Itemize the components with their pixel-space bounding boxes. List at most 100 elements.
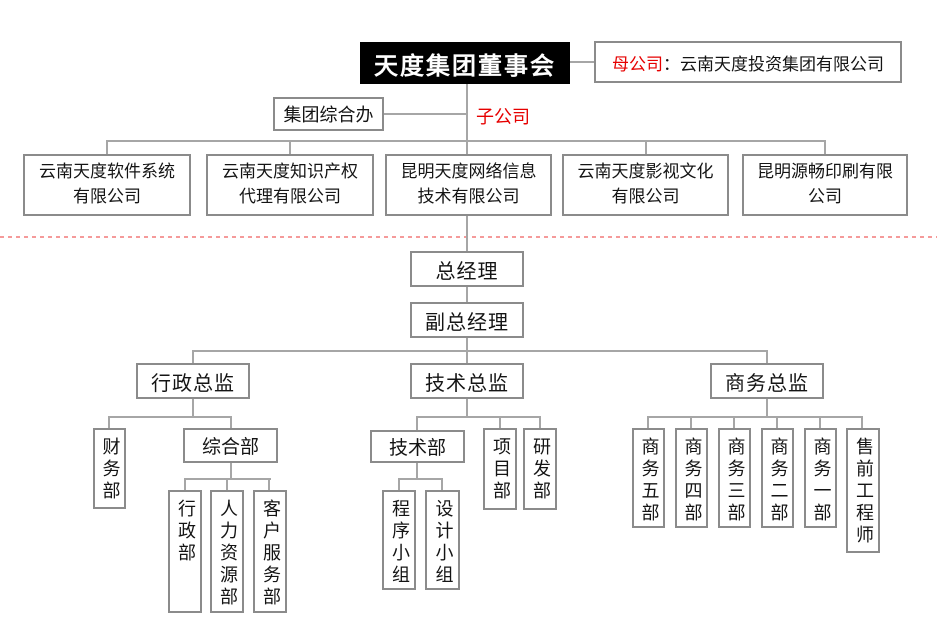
connector-teams-rail: [398, 478, 443, 480]
biz-dept-5-box: 商务五部: [632, 428, 665, 528]
connector-stub-business-director: [766, 350, 768, 363]
finance-dept-label: 财务部: [99, 437, 121, 503]
connector-subsidiaries-rail: [106, 140, 826, 142]
company-name-line: 云南天度软件系统: [39, 162, 175, 183]
project-dept-box: 项目部: [483, 428, 517, 510]
company-name-line: 有限公司: [73, 187, 141, 207]
design-team-box: 设计小组: [425, 490, 460, 590]
company-name-line: 云南天度影视文化: [577, 162, 714, 183]
tech-director-label: 技术总监: [425, 370, 509, 395]
connector-stub-design-team: [441, 478, 443, 490]
company-name-line: 有限公司: [611, 187, 680, 207]
connector-stub-presales: [861, 416, 863, 428]
general-affairs-box: 综合部: [183, 428, 278, 463]
connector-stub-admin-director: [192, 350, 194, 363]
connector-business-down: [766, 399, 768, 417]
program-team-label: 程序小组: [389, 499, 410, 587]
connector-stub-sub2: [289, 140, 291, 154]
company-box-media: 云南天度影视文化 有限公司: [562, 154, 729, 216]
admin-dept-label: 行政部: [175, 499, 196, 565]
connector-stub-program-team: [398, 478, 400, 490]
connector-stub-biz4: [690, 416, 692, 428]
admin-dept-box: 行政部: [168, 490, 202, 613]
customer-service-dept-label: 客户服务部: [260, 499, 281, 609]
connector-tech-down: [466, 399, 468, 417]
company-name-line: 代理有限公司: [239, 187, 341, 207]
biz-dept-3-box: 商务三部: [718, 428, 751, 528]
company-box-ip-agency: 云南天度知识产权 代理有限公司: [206, 154, 374, 216]
hr-dept-label: 人力资源部: [217, 499, 238, 609]
connector-stub-sub4: [645, 140, 647, 154]
design-team-label: 设计小组: [432, 499, 454, 587]
company-name-line: 云南天度知识产权: [222, 162, 358, 183]
connector-stub-project-dept: [499, 416, 501, 428]
connector-dgm-rail: [466, 338, 468, 351]
subsidiary-label: 子公司: [476, 107, 530, 128]
connector-sub3-gm: [466, 216, 468, 251]
connector-techdept-down: [416, 463, 418, 479]
project-dept-label: 项目部: [490, 437, 511, 503]
board-box: 天度集团董事会: [360, 42, 570, 84]
connector-stub-tech-director: [466, 350, 468, 363]
connector-stub-tech-dept: [416, 416, 418, 430]
biz-dept-4-box: 商务四部: [675, 428, 708, 528]
hr-dept-box: 人力资源部: [210, 490, 244, 613]
connector-board-parent: [570, 61, 594, 63]
parent-company-name: ：云南天度投资集团有限公司: [663, 54, 884, 75]
company-name-line: 昆明天度网络信息: [400, 162, 537, 183]
general-manager-box: 总经理: [410, 251, 524, 287]
connector-stub-biz3: [733, 416, 735, 428]
general-manager-label: 总经理: [435, 258, 499, 283]
business-director-box: 商务总监: [710, 363, 824, 399]
connector-stub-rnd-dept: [539, 416, 541, 428]
company-name-line: 公司: [808, 187, 842, 207]
connector-general-down: [230, 463, 232, 479]
parent-company-box: 母公司：云南天度投资集团有限公司: [594, 41, 902, 83]
connector-directors-rail: [192, 350, 768, 352]
company-box-network: 昆明天度网络信息 技术有限公司: [385, 154, 552, 216]
company-box-printing: 昆明源畅印刷有限 公司: [742, 154, 908, 216]
connector-stub-cs-dept: [268, 478, 270, 490]
group-office-label: 集团综合办: [283, 105, 374, 126]
biz-dept-1-label: 商务一部: [810, 437, 832, 525]
tech-director-box: 技术总监: [410, 363, 524, 399]
biz-dept-4-label: 商务四部: [681, 437, 703, 525]
admin-director-label: 行政总监: [151, 370, 235, 395]
rnd-dept-label: 研发部: [530, 437, 551, 503]
customer-service-dept-box: 客户服务部: [253, 490, 287, 613]
parent-company-prefix: 母公司: [612, 54, 663, 75]
rnd-dept-box: 研发部: [523, 428, 557, 510]
connector-stub-sub5: [824, 140, 826, 154]
connector-stub-sub1: [106, 140, 108, 154]
company-name-line: 昆明源畅印刷有限: [757, 162, 893, 183]
connector-trunk-top: [466, 84, 468, 154]
finance-dept-box: 财务部: [93, 428, 126, 509]
connector-office-trunk: [384, 113, 466, 115]
connector-admin-rail: [108, 416, 232, 418]
deputy-gm-box: 副总经理: [410, 302, 524, 338]
connector-stub-biz1: [819, 416, 821, 428]
biz-dept-2-label: 商务二部: [767, 437, 789, 525]
connector-gm-dgm: [466, 287, 468, 302]
connector-admin-down: [192, 399, 194, 417]
biz-dept-1-box: 商务一部: [804, 428, 837, 528]
general-affairs-label: 综合部: [201, 436, 259, 458]
connector-stub-admin-dept: [184, 478, 186, 490]
program-team-box: 程序小组: [382, 490, 416, 590]
presales-engineer-label: 售前工程师: [853, 437, 874, 547]
connector-stub-finance: [108, 416, 110, 429]
biz-dept-2-box: 商务二部: [761, 428, 794, 528]
connector-stub-hr-dept: [226, 478, 228, 490]
connector-business-rail: [647, 416, 863, 418]
biz-dept-3-label: 商务三部: [724, 437, 746, 525]
company-name-line: 技术有限公司: [417, 187, 520, 207]
biz-dept-5-label: 商务五部: [638, 437, 660, 525]
connector-tech-rail: [416, 416, 541, 418]
connector-stub-general-affairs: [230, 416, 232, 429]
admin-director-box: 行政总监: [136, 363, 250, 399]
tech-dept-box: 技术部: [370, 430, 465, 463]
tech-dept-label: 技术部: [388, 437, 446, 459]
red-dotted-divider: [0, 236, 937, 238]
board-label: 天度集团董事会: [374, 51, 556, 80]
